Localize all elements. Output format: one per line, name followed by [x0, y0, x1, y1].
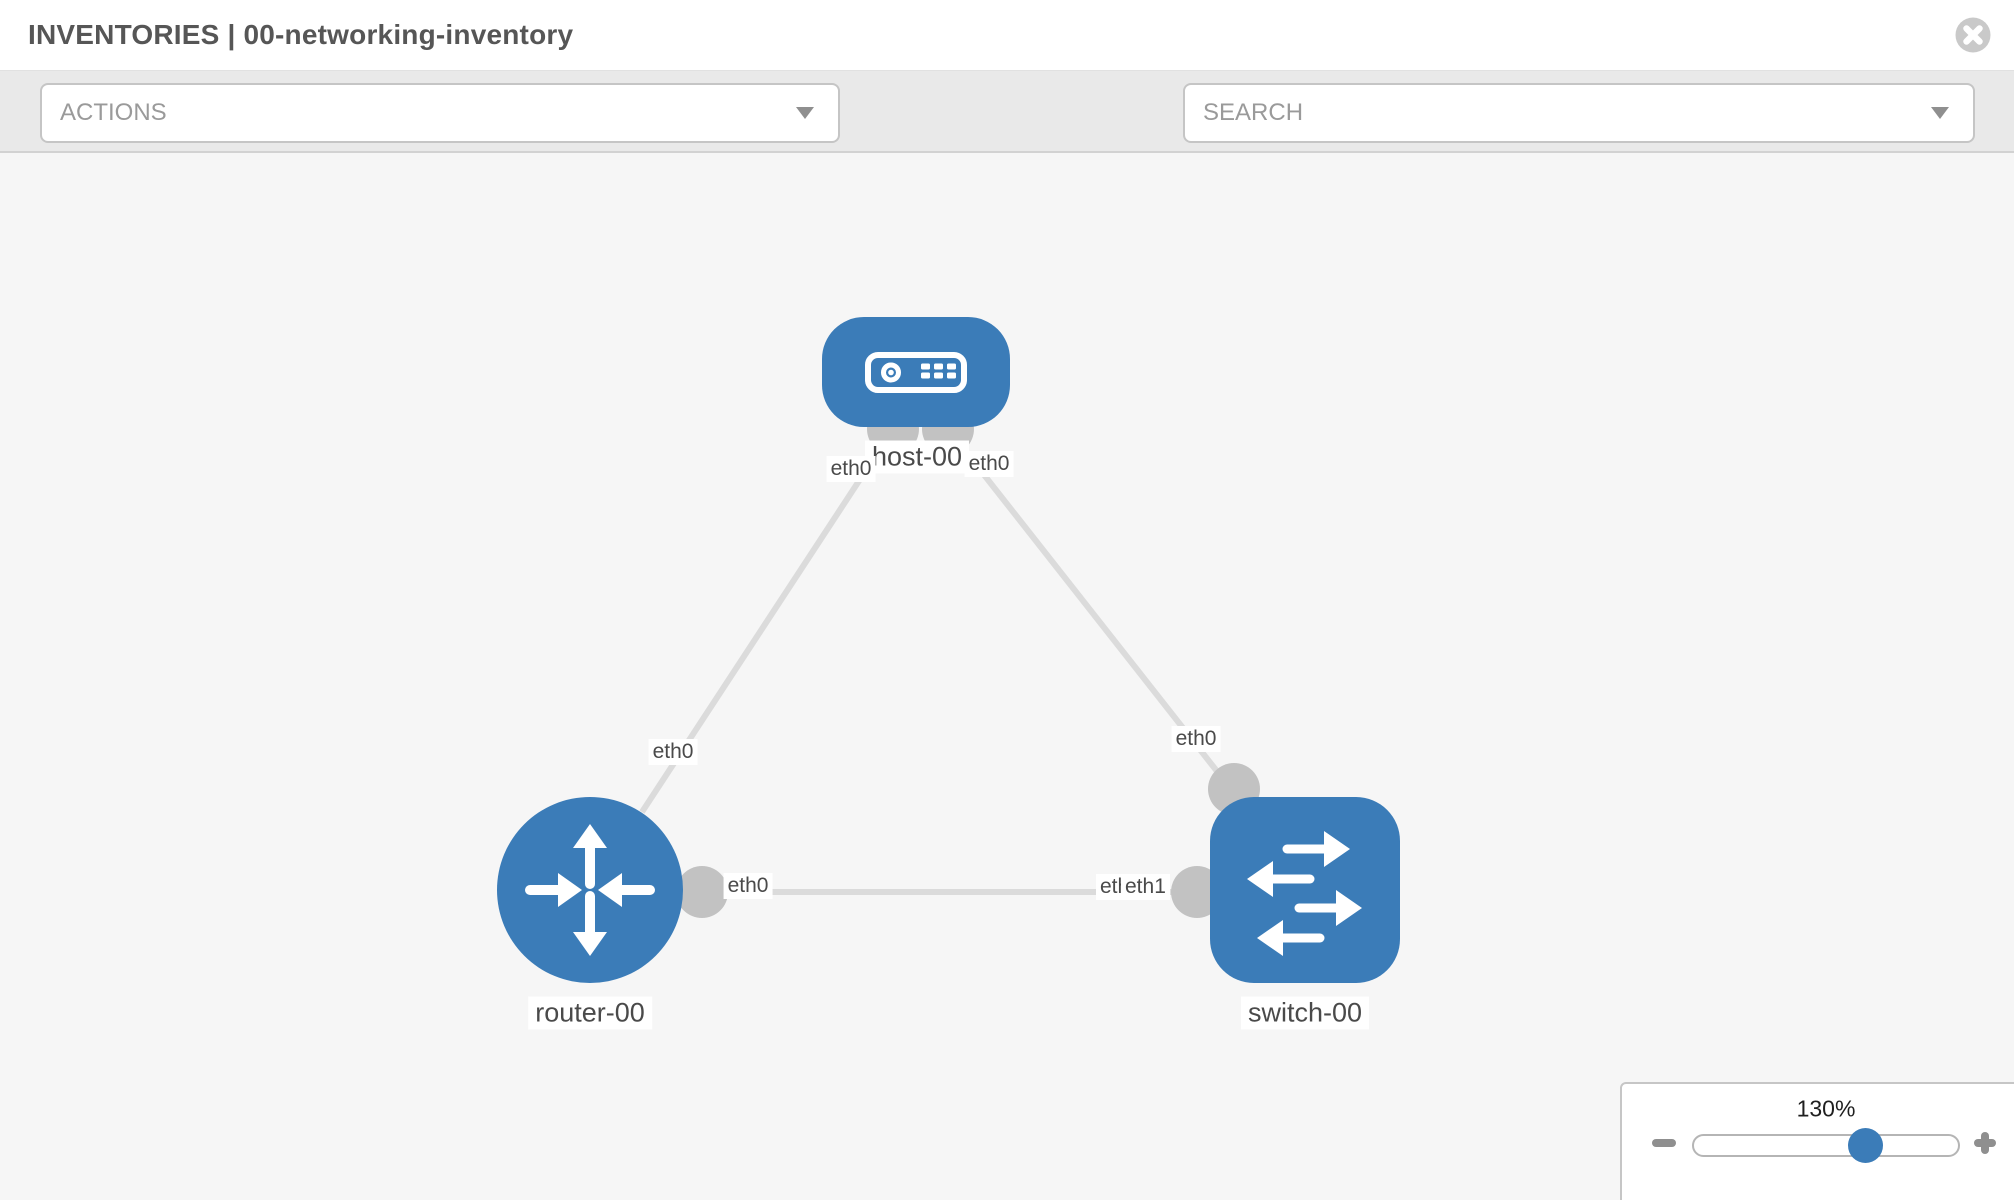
topology-graph: [497, 317, 1400, 983]
node-host-00[interactable]: [822, 317, 1010, 427]
interface-label-host-left: eth0: [826, 456, 876, 482]
zoom-slider-knob[interactable]: [1848, 1128, 1883, 1163]
node-label-switch[interactable]: switch-00: [1240, 996, 1370, 1030]
zoom-slider-track[interactable]: [1692, 1134, 1960, 1157]
interface-connectors: [676, 403, 1260, 918]
toolbar: ACTIONS SEARCH: [0, 70, 2014, 202]
links: [639, 427, 1241, 895]
zoom-level: 130%: [1796, 1095, 1856, 1122]
search-dropdown[interactable]: SEARCH: [1183, 83, 1975, 143]
interface-label-switch-left-front: eth1: [1121, 874, 1170, 900]
zoom-out-button[interactable]: [1652, 1139, 1676, 1147]
node-switch-00[interactable]: [1210, 797, 1400, 983]
zoom-in-button[interactable]: [1974, 1132, 1996, 1154]
header: INVENTORIES | 00-networking-inventory: [0, 0, 2014, 70]
router-icon: [525, 824, 655, 956]
plus-icon: [1981, 1132, 1989, 1154]
chevron-down-icon: [1931, 107, 1949, 119]
interface-label-switch-top: eth0: [1171, 726, 1221, 752]
page-title: INVENTORIES | 00-networking-inventory: [28, 19, 574, 50]
actions-dropdown[interactable]: ACTIONS: [40, 83, 840, 143]
zoom-panel: 130%: [1620, 1082, 2014, 1200]
topology-canvas[interactable]: [0, 153, 2014, 1200]
chevron-down-icon: [796, 107, 814, 119]
node-label-router[interactable]: router-00: [528, 996, 652, 1030]
interface-label-router-right: eth0: [723, 873, 773, 899]
close-icon: [1955, 17, 1991, 53]
interface-label-router-top: eth0: [648, 739, 698, 765]
node-router-00[interactable]: [497, 797, 683, 983]
switch-icon: [1247, 831, 1362, 956]
close-button[interactable]: [1954, 16, 1992, 54]
search-dropdown-label: SEARCH: [1203, 99, 1304, 126]
node-label-host[interactable]: host-00: [864, 440, 970, 474]
actions-dropdown-label: ACTIONS: [60, 99, 167, 126]
interface-label-host-right: eth0: [964, 451, 1014, 477]
host-icon: [865, 352, 967, 393]
connector-router-right[interactable]: [676, 866, 728, 918]
